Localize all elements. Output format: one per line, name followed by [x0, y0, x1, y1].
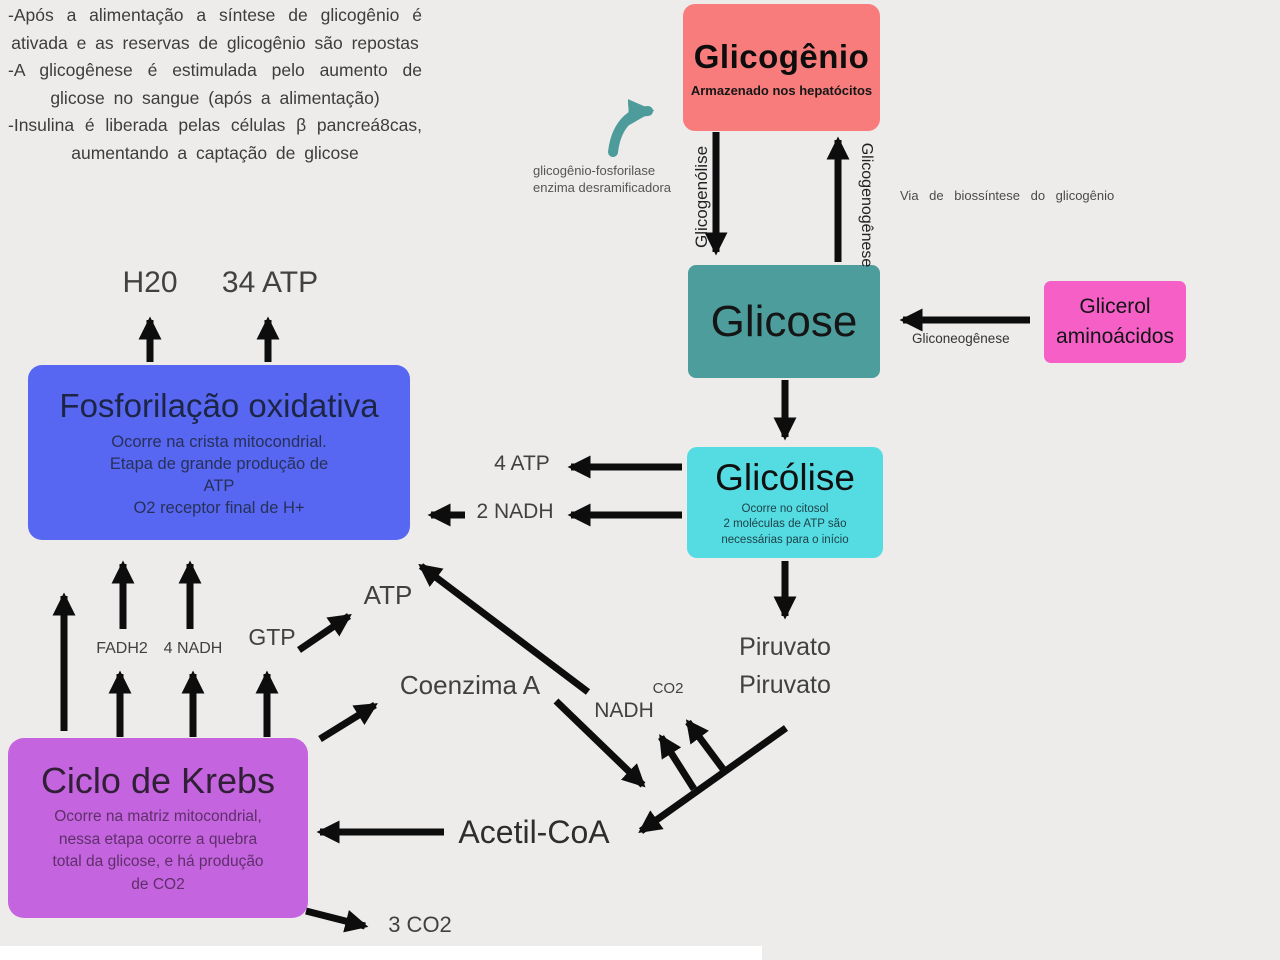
box-glicogenio-title: Glicogênio [693, 37, 870, 75]
label-fadh2: FADH2 [96, 640, 148, 657]
box-glicerol-line1: Glicerol [1079, 295, 1151, 318]
bottom-white-strip [0, 946, 762, 960]
box-ciclo-de-krebs: Ciclo de Krebs Ocorre na matriz mitocond… [8, 738, 308, 918]
box-glicose: Glicose [688, 265, 880, 378]
box-fosforilacao-sub3: ATP [203, 476, 235, 495]
box-glicolise-sub3: necessárias para o início [721, 533, 849, 546]
label-gliconeogenese: Gliconeogênese [912, 331, 1010, 346]
box-krebs-sub3: total da glicose, e há produção [52, 853, 264, 870]
box-krebs-subtitle: Ocorre na matriz mitocondrial, nessa eta… [52, 806, 263, 896]
box-glicerol: Glicerol aminoácidos [1044, 281, 1186, 363]
curved-arrow-icon [608, 99, 655, 157]
box-krebs-sub4: de CO2 [131, 875, 185, 893]
note-insulina: -Insulina é liberada pelas células β pan… [8, 115, 422, 163]
arrow-coenzima-to-junction [553, 698, 646, 788]
box-glicolise-sub2: 2 moléculas de ATP são [723, 518, 847, 531]
label-piruvato-1: Piruvato [739, 633, 831, 661]
label-gtp: GTP [248, 624, 296, 650]
box-fosforilacao-sub1: Ocorre na crista mitocondrial. [111, 432, 327, 451]
label-nadh: NADH [594, 699, 654, 722]
arrow-gtp-to-atp [297, 613, 352, 653]
box-glicerol-line2: aminoácidos [1056, 325, 1174, 348]
label-fosforilase-line2: enzima desramificadora [533, 179, 672, 195]
arrow-krebs-to-coenzima [318, 702, 378, 742]
label-glicogenogenese: Glicogenogênese [858, 142, 875, 268]
box-krebs-title: Ciclo de Krebs [40, 760, 276, 801]
box-krebs-sub2: nessa etapa ocorre a quebra [58, 830, 258, 848]
note-glicogenio-sintese: -Após a alimentação a síntese de glicogê… [8, 5, 422, 53]
arrow-junction-to-co2 [685, 719, 726, 772]
label-acetil-coa: Acetil-CoA [458, 814, 610, 850]
box-fosforilacao-sub4: O2 receptor final de H+ [133, 498, 305, 517]
label-4-nadh: 4 NADH [163, 640, 223, 657]
arrow-piruvato-to-acetilcoa [638, 725, 789, 834]
box-krebs-sub1: Ocorre na matriz mitocondrial, [54, 808, 262, 825]
label-h2o: H20 [122, 266, 178, 299]
box-fosforilacao-title: Fosforilação oxidativa [59, 386, 379, 424]
arrow-krebs-to-3co2 [305, 907, 369, 933]
arrow-nadh-to-fosforilacao [418, 563, 591, 695]
box-glicolise-title: Glicólise [715, 456, 855, 498]
label-3-co2: 3 CO2 [388, 912, 452, 937]
box-glicolise-subtitle: Ocorre no citosol 2 moléculas de ATP são… [721, 502, 848, 549]
label-34-atp: 34 ATP [221, 266, 319, 299]
box-glicogenio: Glicogênio Armazenado nos hepatócitos [683, 4, 880, 131]
box-fosforilacao-sub2: Etapa de grande produção de [109, 454, 329, 473]
box-glicose-title: Glicose [710, 296, 858, 346]
box-fosforilacao-subtitle: Ocorre na crista mitocondrial. Etapa de … [110, 431, 328, 519]
label-fosforilase-line1: glicogênio-fosforilase [533, 163, 656, 178]
box-fosforilacao-oxidativa: Fosforilação oxidativa Ocorre na crista … [28, 365, 410, 540]
box-glicolise-sub1: Ocorre no citosol [741, 502, 829, 515]
arrow-junction-to-nadh [658, 734, 697, 791]
note-glicogenese: -A glicogênese é estimulada pelo aumento… [8, 60, 422, 108]
box-glicogenio-subtitle: Armazenado nos hepatócitos [690, 82, 873, 98]
label-via-biossintese: Via de biossíntese do glicogênio [900, 188, 1115, 203]
label-glicogenolise: Glicogenólise [692, 145, 711, 249]
label-coenzima-a: Coenzima A [399, 670, 541, 700]
label-co2: CO2 [652, 680, 684, 697]
label-glicogenio-fosforilase: glicogênio-fosforilase enzima desramific… [533, 163, 671, 196]
notes-block: -Após a alimentação a síntese de glicogê… [8, 2, 422, 167]
box-glicolise: Glicólise Ocorre no citosol 2 moléculas … [687, 447, 883, 558]
label-4-atp: 4 ATP [494, 452, 550, 475]
label-2-nadh: 2 NADH [476, 500, 554, 523]
label-atp: ATP [363, 580, 413, 610]
label-piruvato-2: Piruvato [739, 671, 831, 699]
